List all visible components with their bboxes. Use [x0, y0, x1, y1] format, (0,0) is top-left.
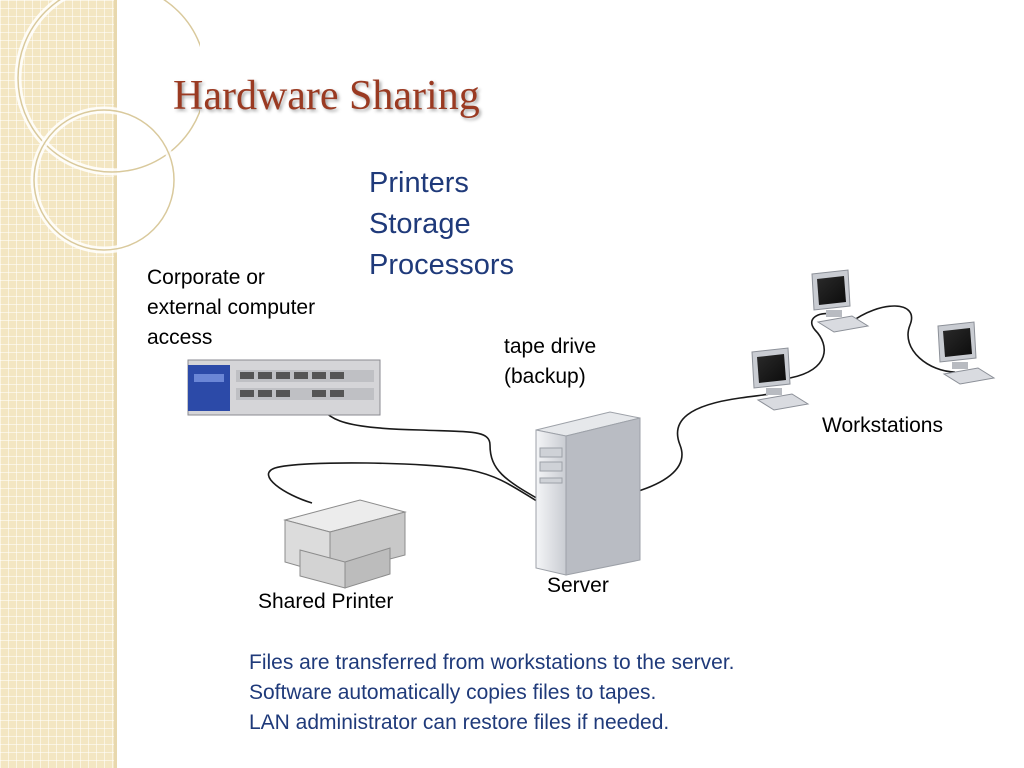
note-item: LAN administrator can restore files if n…: [249, 711, 670, 734]
tape-drive-label: tape drive (backup): [504, 332, 596, 392]
corporate-access-label: Corporate or external computer access: [147, 263, 315, 353]
printer-icon: [283, 499, 407, 589]
shared-printer-label: Shared Printer: [258, 590, 394, 613]
workstation-icon: [811, 269, 870, 333]
label-line: access: [147, 326, 213, 349]
resource-item: Storage: [369, 208, 471, 240]
label-line: Corporate or: [147, 266, 265, 289]
decorative-circles: [14, 0, 200, 254]
server-label: Server: [547, 574, 609, 597]
workstation-icon: [751, 347, 810, 411]
network-cables: [267, 305, 956, 504]
workstation-icon: [937, 321, 996, 385]
notes-list: Files are transferred from workstations …: [249, 648, 735, 738]
workstations-label: Workstations: [822, 414, 943, 437]
resource-item: Printers: [369, 167, 469, 199]
slide-title: Hardware Sharing: [173, 73, 480, 119]
label-line: (backup): [504, 365, 586, 388]
note-item: Files are transferred from workstations …: [249, 651, 735, 674]
side-decoration-edge: [114, 0, 117, 768]
label-line: tape drive: [504, 335, 597, 358]
resource-item: Processors: [369, 249, 515, 281]
label-line: external computer: [147, 296, 316, 319]
server-icon: [535, 411, 641, 576]
shared-resources-list: Printers Storage Processors: [369, 163, 514, 286]
note-item: Software automatically copies files to t…: [249, 681, 657, 704]
router-icon: [187, 359, 381, 416]
